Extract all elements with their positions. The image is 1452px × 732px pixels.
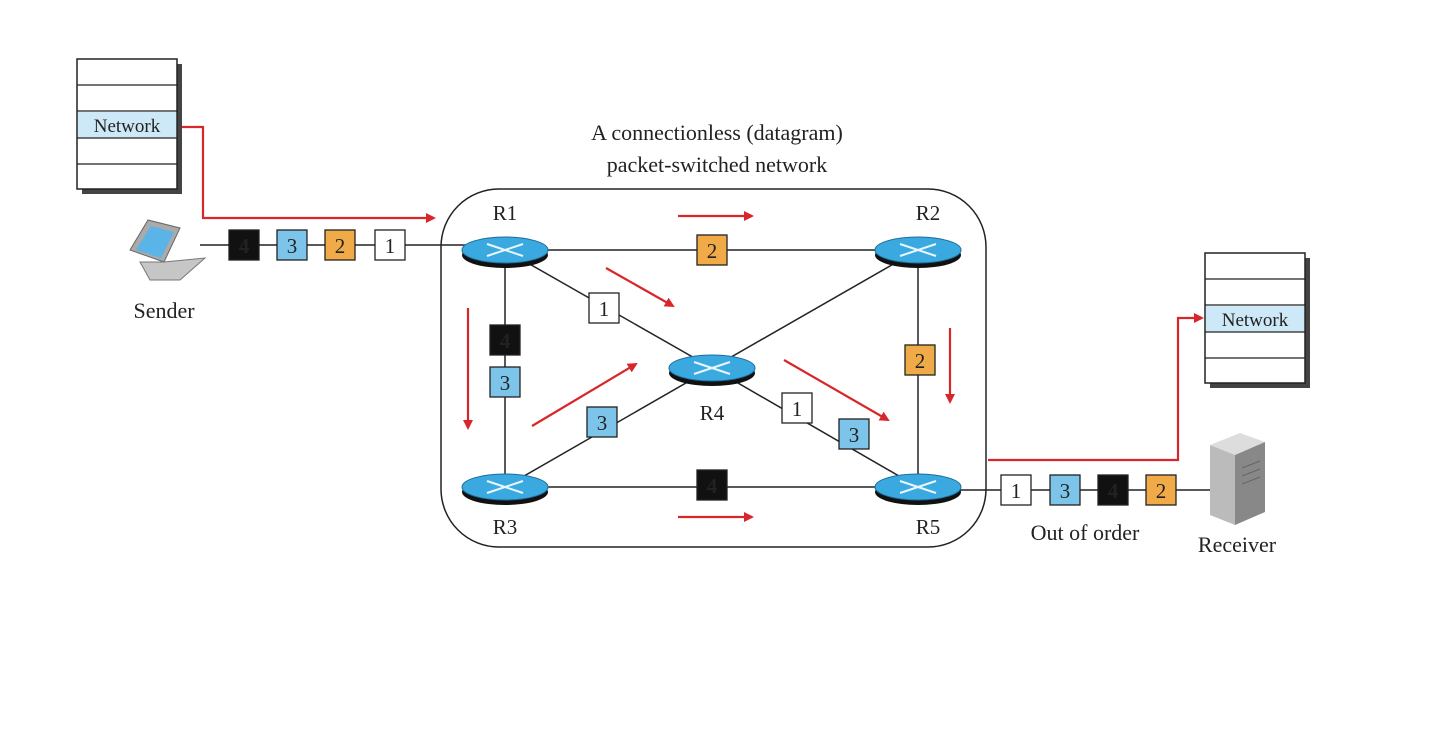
packet-number: 2 <box>707 239 718 263</box>
arrow-r4-r5 <box>783 359 890 421</box>
packet-r1-r4: 1 <box>588 292 620 324</box>
packet-r4-r5-b: 3 <box>838 418 870 450</box>
arrow-r3-r4 <box>531 362 638 427</box>
flow-arrows <box>180 125 1204 522</box>
packet-number: 4 <box>500 329 511 353</box>
packet-number: 1 <box>1011 479 1022 503</box>
link-r4-r5 <box>711 367 919 488</box>
sender-packet: 3 <box>276 229 308 261</box>
packet-r2-r5: 2 <box>904 344 936 376</box>
receiver-packet: 3 <box>1049 474 1081 506</box>
router-r1-icon <box>461 236 549 268</box>
router-label-r5: R5 <box>916 515 941 539</box>
router-r2-icon <box>874 236 962 268</box>
sender-protocol-stack: Network <box>76 58 182 194</box>
router-label-r3: R3 <box>493 515 518 539</box>
packet-number: 4 <box>1108 479 1119 503</box>
receiver-packet: 4 <box>1097 474 1129 506</box>
arrow-r1-r4 <box>605 267 675 307</box>
packet-number: 3 <box>500 371 511 395</box>
packet-number: 1 <box>599 297 610 321</box>
packet-number: 3 <box>287 234 298 258</box>
sender-packet: 4 <box>228 229 260 261</box>
router-label-r4: R4 <box>700 401 725 425</box>
title-line2: packet-switched network <box>607 152 828 177</box>
packet-number: 2 <box>915 349 926 373</box>
server-icon <box>1210 433 1265 525</box>
receiver-packet: 1 <box>1000 474 1032 506</box>
packet-number: 3 <box>1060 479 1071 503</box>
router-r5-icon <box>874 473 962 505</box>
receiver-protocol-stack: Network <box>1204 252 1310 388</box>
router-label-r2: R2 <box>916 201 941 225</box>
packet-r3-r5: 4 <box>696 469 728 501</box>
link-r2-r4 <box>711 249 919 369</box>
receiver-label: Receiver <box>1198 532 1277 557</box>
packet-number: 3 <box>849 423 860 447</box>
links <box>200 244 1230 491</box>
packet-r1-r2: 2 <box>696 234 728 266</box>
receiver-packet: 2 <box>1145 474 1177 506</box>
packet-r3-r4: 3 <box>586 406 618 438</box>
packet-r4-r5-a: 1 <box>781 392 813 424</box>
network-boundary <box>440 188 987 548</box>
packet-number: 4 <box>239 234 250 258</box>
sender-network-layer: Network <box>94 116 161 137</box>
laptop-icon <box>129 219 207 281</box>
receiver-network-layer: Network <box>1222 310 1289 331</box>
sender-packet: 1 <box>374 229 406 261</box>
packet-number: 2 <box>335 234 346 258</box>
out-of-order-label: Out of order <box>1031 520 1140 545</box>
sender-label: Sender <box>133 298 195 323</box>
packet-number: 2 <box>1156 479 1167 503</box>
router-r4-icon <box>668 354 756 386</box>
packet-number: 1 <box>792 397 803 421</box>
router-label-r1: R1 <box>493 201 518 225</box>
sender-down-arrow <box>180 125 436 223</box>
packet-r1-r3-a: 4 <box>489 324 521 356</box>
packet-number: 3 <box>597 411 608 435</box>
packet-r1-r3-b: 3 <box>489 366 521 398</box>
title-line1: A connectionless (datagram) <box>591 120 843 145</box>
packet-number: 1 <box>385 234 396 258</box>
sender-packet: 2 <box>324 229 356 261</box>
receiver-up-arrow <box>988 313 1204 462</box>
packet-number: 4 <box>707 474 718 498</box>
router-r3-icon <box>461 473 549 505</box>
